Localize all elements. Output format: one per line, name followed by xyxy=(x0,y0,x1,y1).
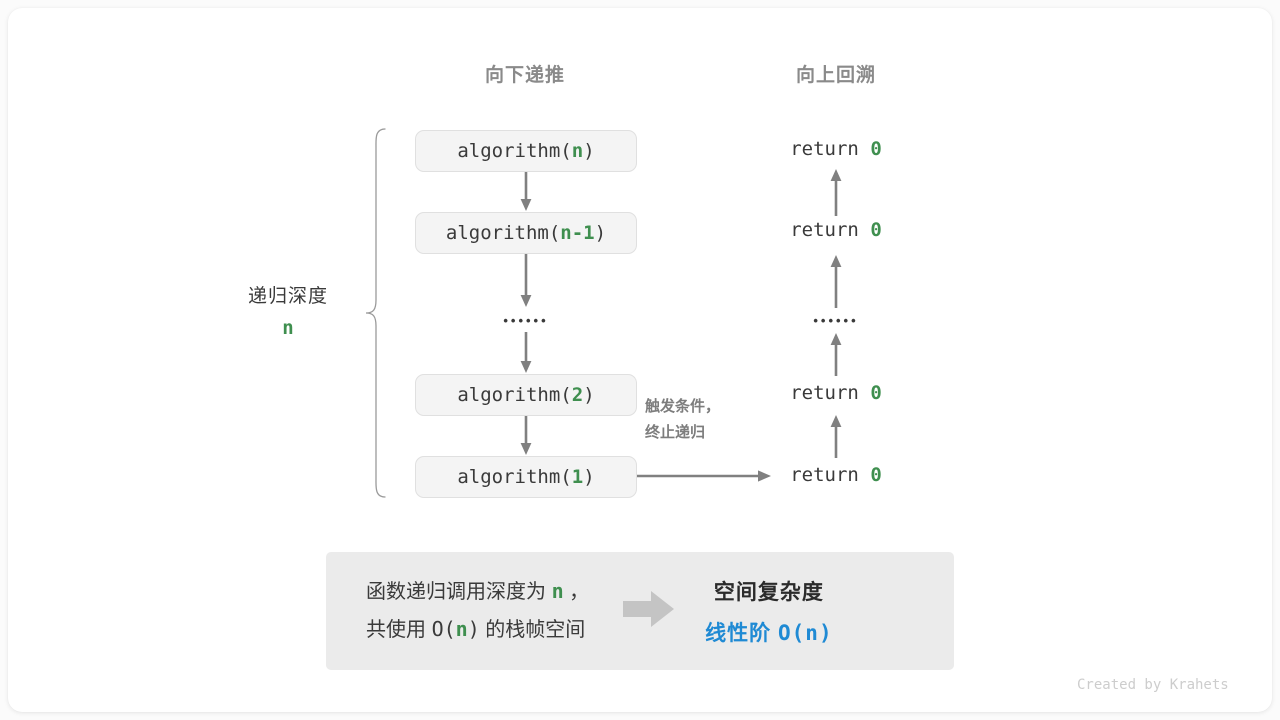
summary-conclusion: 空间复杂度 线性阶 O(n) xyxy=(705,576,832,647)
call-box-name: algorithm( xyxy=(457,466,572,488)
call-box-close: ) xyxy=(594,222,607,244)
return-keyword: return xyxy=(790,464,859,486)
up-arrow-1 xyxy=(829,254,843,313)
return-label-2: return 0 xyxy=(736,382,936,404)
return-label-3: return 0 xyxy=(736,464,936,486)
credit-text: Created by Krahets xyxy=(1077,677,1229,693)
call-box-name: algorithm( xyxy=(445,222,561,244)
summary-panel: 函数递归调用深度为 n ， 共使用 O(n) 的栈帧空间 空间复杂度 线性阶 O… xyxy=(326,552,954,670)
call-box-2[interactable]: algorithm(2) xyxy=(415,374,637,416)
diagram-card: 向下递推 向上回溯 递归深度 n algorithm(n) algorithm(… xyxy=(8,8,1272,712)
summary-line1-text: 函数递归调用深度为 xyxy=(366,581,552,603)
up-arrow-0 xyxy=(829,168,843,221)
up-arrow-3 xyxy=(829,414,843,463)
summary-line2-close: ) xyxy=(467,617,480,641)
summary-line2-tail: 的栈帧空间 xyxy=(479,619,586,641)
return-label-0: return 0 xyxy=(736,138,936,160)
summary-conclusion-value: 线性阶 O(n) xyxy=(705,617,832,647)
right-arrow-icon xyxy=(623,590,675,633)
call-box-3[interactable]: algorithm(1) xyxy=(415,456,637,498)
summary-line2-text: 共使用 xyxy=(366,619,432,641)
trigger-note-line1: 触发条件， xyxy=(645,398,721,415)
return-keyword: return xyxy=(790,382,859,404)
heading-downward-recursion: 向下递推 xyxy=(484,65,565,86)
up-arrow-2 xyxy=(829,332,843,381)
base-case-arrow xyxy=(637,468,773,489)
return-keyword: return xyxy=(790,219,859,241)
call-box-close: ) xyxy=(583,140,595,162)
call-box-name: algorithm( xyxy=(457,140,572,162)
return-keyword: return xyxy=(790,138,859,160)
call-box-name: algorithm( xyxy=(457,384,572,406)
depth-label: 递归深度 n xyxy=(213,281,363,339)
summary-complexity-notation: O(n) xyxy=(778,620,833,645)
depth-label-text: 递归深度 xyxy=(247,286,328,307)
down-arrow-1 xyxy=(519,254,533,313)
return-value: 0 xyxy=(870,382,882,404)
call-box-close: ) xyxy=(583,384,595,406)
call-box-arg: n xyxy=(571,140,584,162)
trigger-note-line2: 终止递归 xyxy=(645,424,706,442)
depth-brace xyxy=(363,125,391,505)
summary-line2-var: n xyxy=(455,617,468,641)
call-box-arg: n-1 xyxy=(560,222,595,244)
diagram-stage: 向下递推 向上回溯 递归深度 n algorithm(n) algorithm(… xyxy=(8,8,1272,712)
summary-line-1: 函数递归调用深度为 n ， xyxy=(366,573,589,611)
right-ellipsis: •••••• xyxy=(813,313,859,328)
summary-complexity-name: 线性阶 xyxy=(705,621,779,645)
call-box-close: ) xyxy=(583,466,595,488)
down-arrow-0 xyxy=(519,172,533,217)
summary-description: 函数递归调用深度为 n ， 共使用 O(n) 的栈帧空间 xyxy=(326,573,589,649)
summary-line2-open: O( xyxy=(431,617,456,641)
return-value: 0 xyxy=(870,464,882,486)
down-arrow-3 xyxy=(519,416,533,461)
summary-line1-tail: ， xyxy=(563,581,590,603)
return-label-1: return 0 xyxy=(736,219,936,241)
trigger-note: 触发条件， 终止递归 xyxy=(645,394,795,447)
call-box-0[interactable]: algorithm(n) xyxy=(415,130,637,172)
call-box-arg: 1 xyxy=(571,466,584,488)
call-box-1[interactable]: algorithm(n-1) xyxy=(415,212,637,254)
summary-line1-var: n xyxy=(551,579,564,603)
depth-label-value: n xyxy=(282,317,294,339)
call-box-arg: 2 xyxy=(571,384,584,406)
left-ellipsis: •••••• xyxy=(503,313,549,328)
return-value: 0 xyxy=(870,219,882,241)
heading-upward-backtrack: 向上回溯 xyxy=(795,65,876,86)
down-arrow-2 xyxy=(519,332,533,379)
summary-conclusion-title: 空间复杂度 xyxy=(713,580,824,604)
summary-line-2: 共使用 O(n) 的栈帧空间 xyxy=(366,611,589,649)
return-value: 0 xyxy=(870,138,882,160)
